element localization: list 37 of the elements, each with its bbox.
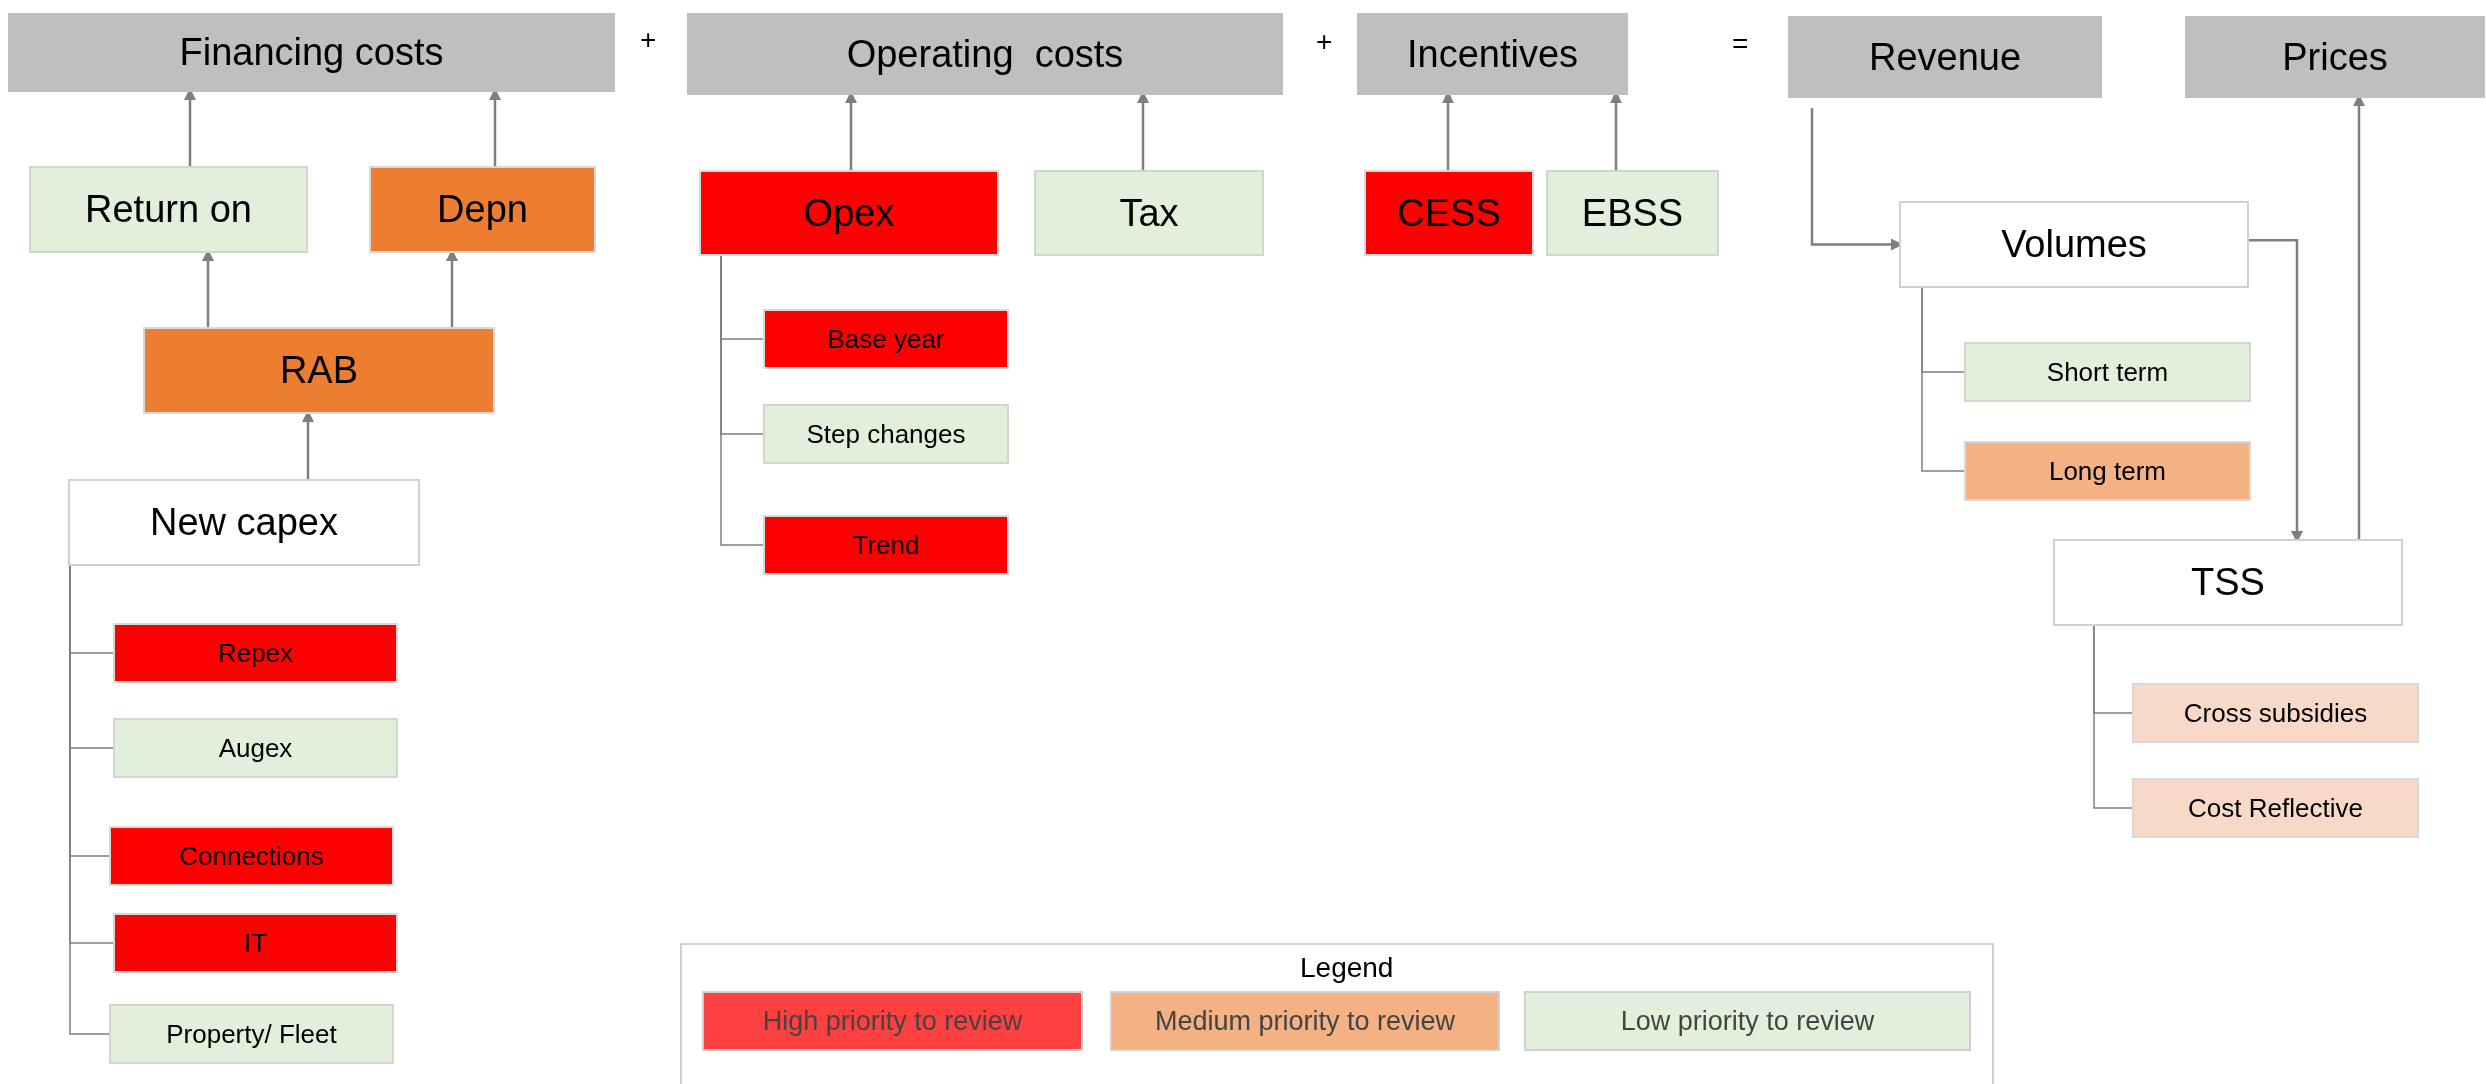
category-box: EBSS — [1546, 170, 1719, 256]
category-box: Return on — [29, 166, 308, 253]
category-box: Opex — [699, 170, 999, 256]
connector-line — [1921, 287, 1965, 472]
operator-sign: + — [640, 24, 657, 56]
cost-header-box: Revenue — [1788, 16, 2102, 98]
category-box: Tax — [1034, 170, 1264, 256]
cost-header-box: Financing costs — [8, 13, 615, 92]
operator-sign: = — [1732, 28, 1749, 60]
category-box: New capex — [68, 479, 420, 566]
legend-swatch: Low priority to review — [1524, 991, 1971, 1051]
category-box: RAB — [143, 327, 495, 414]
category-box: TSS — [2053, 539, 2403, 626]
category-box: CESS — [1364, 170, 1534, 256]
category-box: Step changes — [763, 404, 1009, 464]
category-box: Base year — [763, 309, 1009, 369]
legend-swatch: Medium priority to review — [1110, 991, 1500, 1051]
category-box: Depn — [369, 166, 596, 253]
cost-header-box: Incentives — [1357, 13, 1628, 95]
category-box: Long term — [1964, 441, 2251, 501]
cost-header-box: Operating costs — [687, 13, 1283, 95]
operator-sign: + — [1316, 26, 1333, 58]
category-box: Augex — [113, 718, 398, 778]
category-box: Repex — [113, 623, 398, 683]
category-box: Trend — [763, 515, 1009, 575]
legend-swatch: High priority to review — [702, 991, 1083, 1051]
category-box: Property/ Fleet — [109, 1004, 394, 1064]
cost-header-box: Prices — [2185, 16, 2485, 98]
legend-title: Legend — [1300, 952, 1394, 984]
category-box: Cross subsidies — [2132, 683, 2419, 743]
category-box: Volumes — [1899, 201, 2249, 288]
category-box: Cost Reflective — [2132, 778, 2419, 838]
connector-line — [2093, 625, 2133, 809]
category-box: Short term — [1964, 342, 2251, 402]
category-box: Connections — [109, 826, 394, 886]
category-box: IT — [113, 913, 398, 973]
connector-line — [720, 255, 764, 546]
